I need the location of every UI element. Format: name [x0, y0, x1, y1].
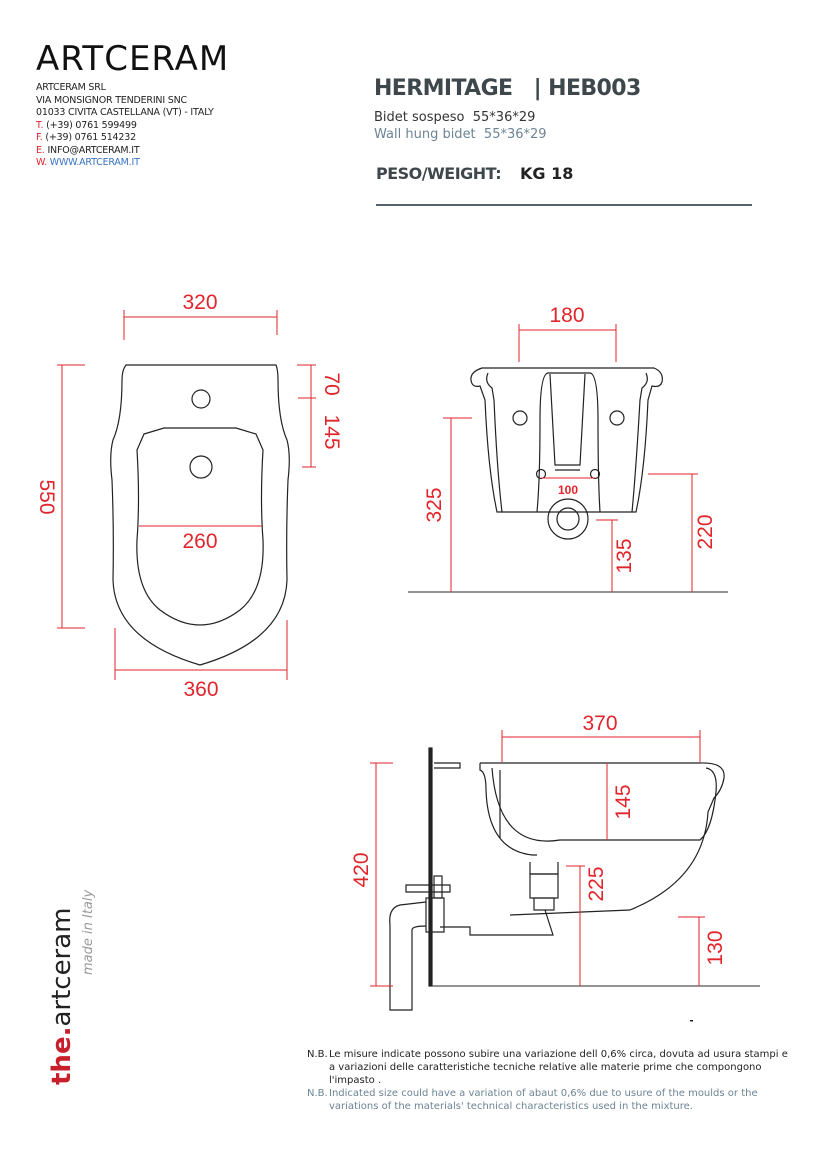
product-subtitle-it: Bidet sospeso 55*36*29 [374, 110, 536, 125]
front-view-drawing [470, 367, 663, 540]
dim-100: 100 [558, 483, 578, 497]
web-link[interactable]: WWW.ARTCERAM.IT [49, 157, 140, 168]
brand-wordmark: the.artceram [47, 907, 77, 1085]
brand-name: artceram [47, 907, 77, 1026]
dim-225: 225 [585, 866, 608, 901]
title-divider [376, 204, 752, 206]
note-italian: N.B. Le misure indicate possono subire u… [307, 1048, 797, 1087]
logo-c-glyph: C [104, 39, 129, 79]
notes-block: N.B. Le misure indicate possono subire u… [307, 1048, 797, 1113]
front-view-dimensions [443, 324, 698, 592]
phone-line: T. (+39) 0761 599499 [36, 120, 214, 133]
company-name: ARTCERAM SRL [36, 82, 106, 93]
artceram-logo: ARTCERAM [36, 42, 229, 76]
address-line-2: 01033 CIVITA CASTELLANA (VT) - ITALY [36, 107, 214, 118]
phone-label: T. [36, 119, 44, 131]
note-en-prefix: N.B. [307, 1088, 328, 1099]
dim-180: 180 [549, 304, 584, 327]
web-label: W. [36, 157, 47, 168]
note-en-text: Indicated size could have a variation of… [329, 1088, 758, 1112]
logo-text-left: ART [36, 39, 105, 79]
note-english: N.B. Indicated size could have a variati… [307, 1087, 797, 1113]
dim-145-side: 145 [612, 784, 635, 819]
stray-mark [690, 1020, 693, 1022]
product-subtitle-en: Wall hung bidet 55*36*29 [374, 127, 547, 142]
dim-220: 220 [694, 514, 717, 549]
dim-135: 135 [613, 538, 636, 573]
fax-label: F. [36, 132, 43, 143]
dim-320: 320 [182, 291, 217, 314]
note-it-prefix: N.B. [307, 1049, 328, 1060]
dim-260: 260 [182, 530, 217, 553]
side-view-dimensions [370, 730, 705, 987]
address-line-1: VIA MONSIGNOR TENDERINI SNC [36, 94, 187, 106]
dim-145-top: 145 [320, 414, 343, 449]
dim-325: 325 [423, 487, 446, 522]
dim-420: 420 [350, 852, 373, 887]
dim-130: 130 [704, 930, 727, 965]
company-address-block: ARTCERAM SRL VIA MONSIGNOR TENDERINI SNC… [36, 82, 214, 170]
dim-360: 360 [183, 678, 218, 701]
side-view-drawing [389, 747, 725, 1011]
phone-value: (+39) 0761 599499 [46, 119, 137, 131]
fax-line: F. (+39) 0761 514232 [36, 132, 214, 145]
weight-label: PESO/WEIGHT: [376, 164, 502, 183]
top-view-drawing [110, 364, 290, 666]
product-title: HERMITAGE | HEB003 [374, 76, 641, 101]
weight-value: KG 18 [520, 164, 574, 183]
top-view-dimensions [57, 310, 316, 680]
brand-vertical: the.artceram made in Italy [47, 889, 96, 1085]
web-line: W. WWW.ARTCERAM.IT [36, 157, 214, 170]
brand-tagline: made in Italy [81, 889, 96, 975]
dim-370: 370 [582, 712, 617, 735]
email-value[interactable]: INFO@ARTCERAM.IT [47, 144, 140, 156]
dim-70: 70 [320, 372, 343, 395]
email-label: E. [36, 144, 45, 156]
email-line: E. INFO@ARTCERAM.IT [36, 145, 214, 158]
note-it-text: Le misure indicate possono subire una va… [329, 1049, 788, 1086]
brand-the: the. [47, 1027, 77, 1085]
dim-550: 550 [35, 479, 58, 514]
logo-text-right: ERAM [128, 39, 230, 79]
fax-value: (+39) 0761 514232 [45, 132, 136, 143]
